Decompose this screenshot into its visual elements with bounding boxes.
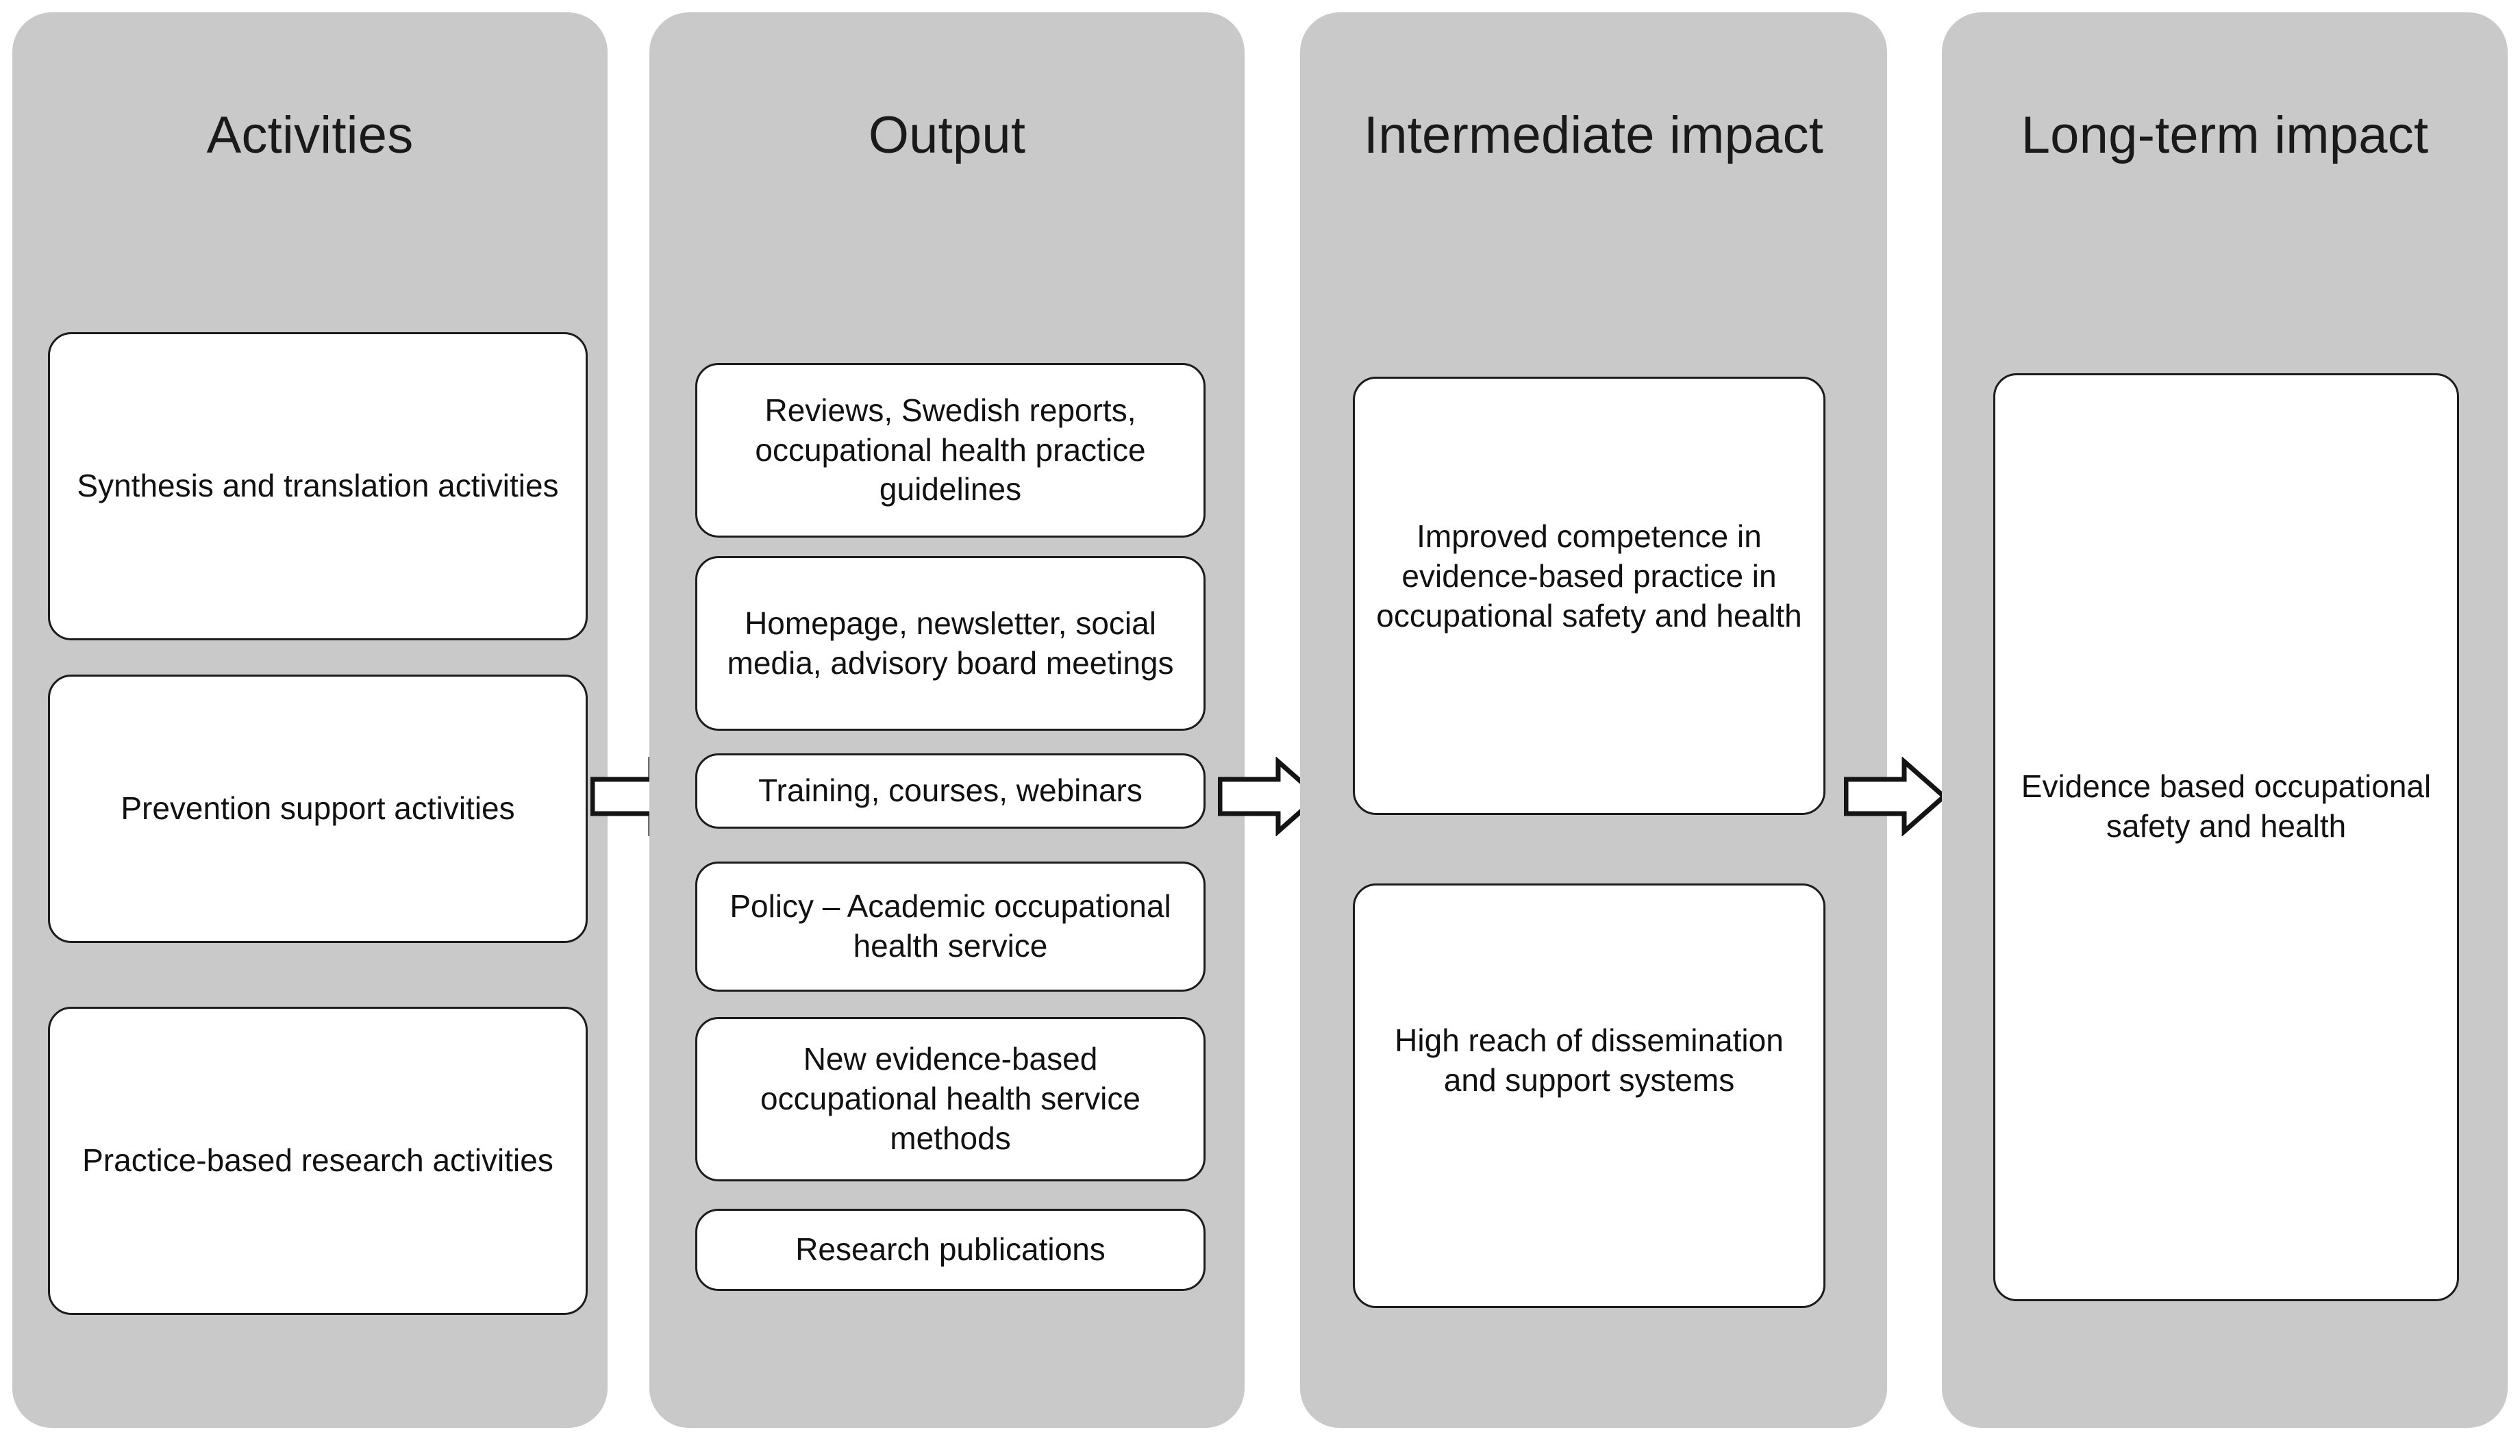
card-label: Improved competence in evidence-based pr…	[1376, 518, 1802, 633]
card-label: Evidence based occupational safety and h…	[2021, 768, 2432, 844]
card-homepage-newsletter-social-media[interactable]: Homepage, newsletter, social media, advi…	[695, 556, 1206, 731]
card-label: High reach of dissemination and support …	[1395, 1022, 1784, 1098]
card-high-reach-of-dissemination-and-support-systems[interactable]: High reach of dissemination and support …	[1353, 883, 1825, 1308]
column-header-activities: Activities	[206, 106, 414, 164]
column-header-output: Output	[868, 106, 1026, 164]
card-reviews-swedish-reports-guidelines[interactable]: Reviews, Swedish reports, occupational h…	[695, 363, 1206, 538]
card-policy-academic-occupational-health-service[interactable]: Policy – Academic occupational health se…	[695, 862, 1206, 992]
card-practice-based-research-activities[interactable]: Practice-based research activities	[48, 1007, 588, 1315]
card-label: Synthesis and translation activities	[77, 468, 559, 504]
card-label: Policy – Academic occupational health se…	[729, 888, 1171, 964]
card-label: Prevention support activities	[121, 790, 515, 827]
card-research-publications[interactable]: Research publications	[695, 1209, 1206, 1291]
card-evidence-based-occupational-safety-and-health[interactable]: Evidence based occupational safety and h…	[1993, 373, 2459, 1301]
card-label: New evidence-based occupational health s…	[760, 1041, 1140, 1156]
card-prevention-support-activities[interactable]: Prevention support activities	[48, 675, 588, 943]
card-improved-competence-evidence-based-practice[interactable]: Improved competence in evidence-based pr…	[1353, 377, 1825, 815]
card-new-evidence-based-occupational-health-service-methods[interactable]: New evidence-based occupational health s…	[695, 1017, 1206, 1181]
card-label: Research publications	[795, 1231, 1106, 1268]
column-header-intermediate-impact: Intermediate impact	[1363, 106, 1824, 164]
card-training-courses-webinars[interactable]: Training, courses, webinars	[695, 753, 1206, 829]
card-label: Reviews, Swedish reports, occupational h…	[755, 392, 1146, 507]
card-label: Homepage, newsletter, social media, advi…	[727, 605, 1174, 681]
right-block-arrow-icon	[1218, 757, 1321, 836]
right-block-arrow-icon	[1844, 757, 1947, 836]
card-label: Training, courses, webinars	[758, 773, 1143, 809]
column-header-long-term-impact: Long-term impact	[2021, 106, 2429, 164]
card-synthesis-and-translation-activities[interactable]: Synthesis and translation activities	[48, 332, 588, 640]
card-label: Practice-based research activities	[82, 1142, 553, 1179]
